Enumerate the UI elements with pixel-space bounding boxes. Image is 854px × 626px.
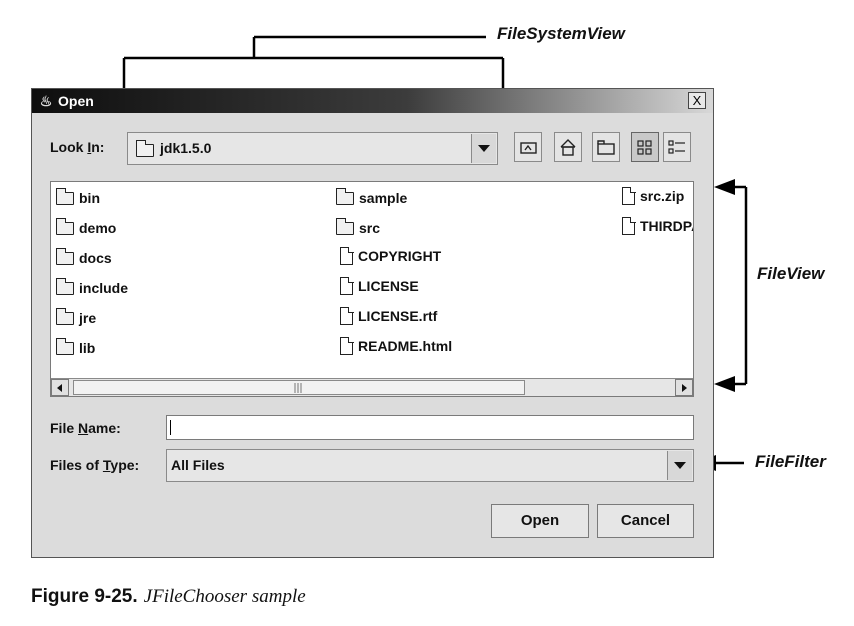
list-item[interactable]: include [55,277,128,296]
list-view-button[interactable] [631,132,659,162]
list-item[interactable]: THIRDPARTYLICENSEREADME.txt [622,216,693,236]
list-item[interactable]: src [335,217,380,236]
close-button[interactable]: X [688,92,706,109]
list-item[interactable]: README.html [340,336,452,356]
folder-icon [55,187,74,205]
folder-icon [55,337,74,355]
list-item[interactable]: bin [55,187,100,206]
figure-number: Figure 9-25. [31,586,138,607]
folder-icon [55,307,74,325]
file-icon [340,246,354,266]
file-icon [622,216,636,236]
new-folder-icon [597,140,615,155]
fileview-bottom-arrowhead [714,376,735,392]
cancel-button[interactable]: Cancel [597,504,694,538]
list-item[interactable]: docs [55,247,112,266]
file-icon [340,336,354,356]
up-one-level-button[interactable] [514,132,542,162]
look-in-label: Look In: [50,139,105,155]
list-item[interactable]: LICENSE [340,276,419,296]
list-view-icon [637,140,652,155]
open-button[interactable]: Open [491,504,589,538]
chevron-left-icon [57,384,62,392]
folder-icon [135,140,154,160]
folder-icon [335,187,354,205]
look-in-combo[interactable]: jdk1.5.0 [127,132,498,165]
file-name-label: File Name: [50,420,121,436]
details-view-button[interactable] [663,132,691,162]
file-icon [622,186,636,206]
list-item[interactable]: COPYRIGHT [340,246,441,266]
fileview-top-arrowhead [714,179,735,195]
look-in-value: jdk1.5.0 [160,140,212,156]
folder-icon [55,247,74,265]
file-name-field[interactable] [166,415,694,440]
file-type-dropdown-arrow[interactable] [667,451,692,480]
java-cup-icon: ♨ [39,93,53,109]
horizontal-scrollbar[interactable] [51,378,693,396]
scroll-left-button[interactable] [51,379,69,396]
look-in-dropdown-arrow[interactable] [471,134,496,163]
scroll-right-button[interactable] [675,379,693,396]
list-item[interactable]: lib [55,337,95,356]
chevron-right-icon [682,384,687,392]
folder-icon [335,217,354,235]
figure-caption: Figure 9-25.JFileChooser sample [31,586,306,608]
list-item[interactable]: jre [55,307,96,326]
grip-icon [294,383,302,393]
scrollbar-thumb[interactable] [73,380,525,395]
list-item[interactable]: sample [335,187,407,206]
home-icon [560,139,576,156]
list-item[interactable]: LICENSE.rtf [340,306,437,326]
folder-icon [55,277,74,295]
folder-icon [55,217,74,235]
title-bar[interactable]: ♨ Open X [32,89,713,113]
filesystemview-callout: FileSystemView [497,24,625,43]
file-type-combo[interactable]: All Files [166,449,694,482]
home-button[interactable] [554,132,582,162]
file-type-value: All Files [171,457,225,473]
up-one-level-icon [520,142,537,154]
new-folder-button[interactable] [592,132,620,162]
dialog-title: Open [58,93,94,109]
details-view-icon [668,140,685,154]
open-dialog: ♨ Open X Look In: jdk1.5.0 [31,88,714,558]
file-icon [340,306,354,326]
figure-caption-text: JFileChooser sample [143,586,306,607]
file-type-label: Files of Type: [50,457,140,473]
text-caret [170,420,171,435]
list-item[interactable]: demo [55,217,116,236]
file-list[interactable]: bin demo docs include jre lib sample src… [50,181,694,397]
list-item[interactable]: src.zip [622,186,684,206]
filefilter-callout: FileFilter [755,452,826,471]
fileview-callout: FileView [757,264,825,283]
file-icon [340,276,354,296]
